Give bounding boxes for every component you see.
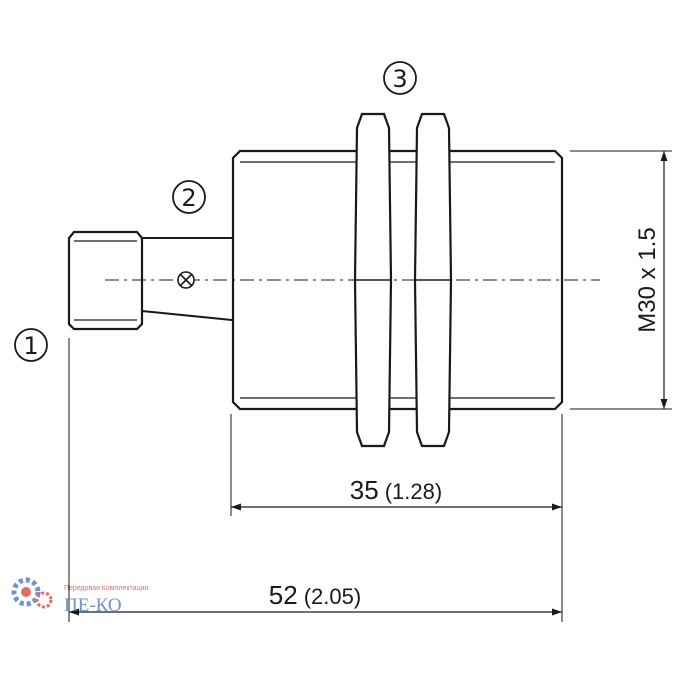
- threaded-body: [231, 149, 564, 411]
- dim-thread-length-label: 35(1.28): [350, 475, 442, 505]
- watermark-brand: ПЕ-КО: [64, 595, 122, 616]
- svg-text:3: 3: [392, 65, 407, 93]
- led-indicator-icon: [177, 271, 195, 289]
- dim-total-length-label: 52(2.05): [269, 580, 361, 610]
- company-watermark: Передовая Комплектация ПЕ-КО: [11, 577, 148, 616]
- sensor-neck: [141, 237, 233, 321]
- svg-text:2: 2: [181, 184, 196, 212]
- extension-lines: [68, 150, 672, 622]
- callout-led: 2: [172, 180, 206, 214]
- gear-logo-icon: [11, 577, 53, 609]
- watermark-tagline: Передовая Комплектация: [64, 585, 148, 592]
- svg-text:1: 1: [23, 332, 38, 360]
- callout-nuts: 3: [383, 61, 417, 95]
- dim-thread-diameter-label: M30 x 1.5: [634, 227, 661, 332]
- callout-connector: 1: [14, 328, 48, 362]
